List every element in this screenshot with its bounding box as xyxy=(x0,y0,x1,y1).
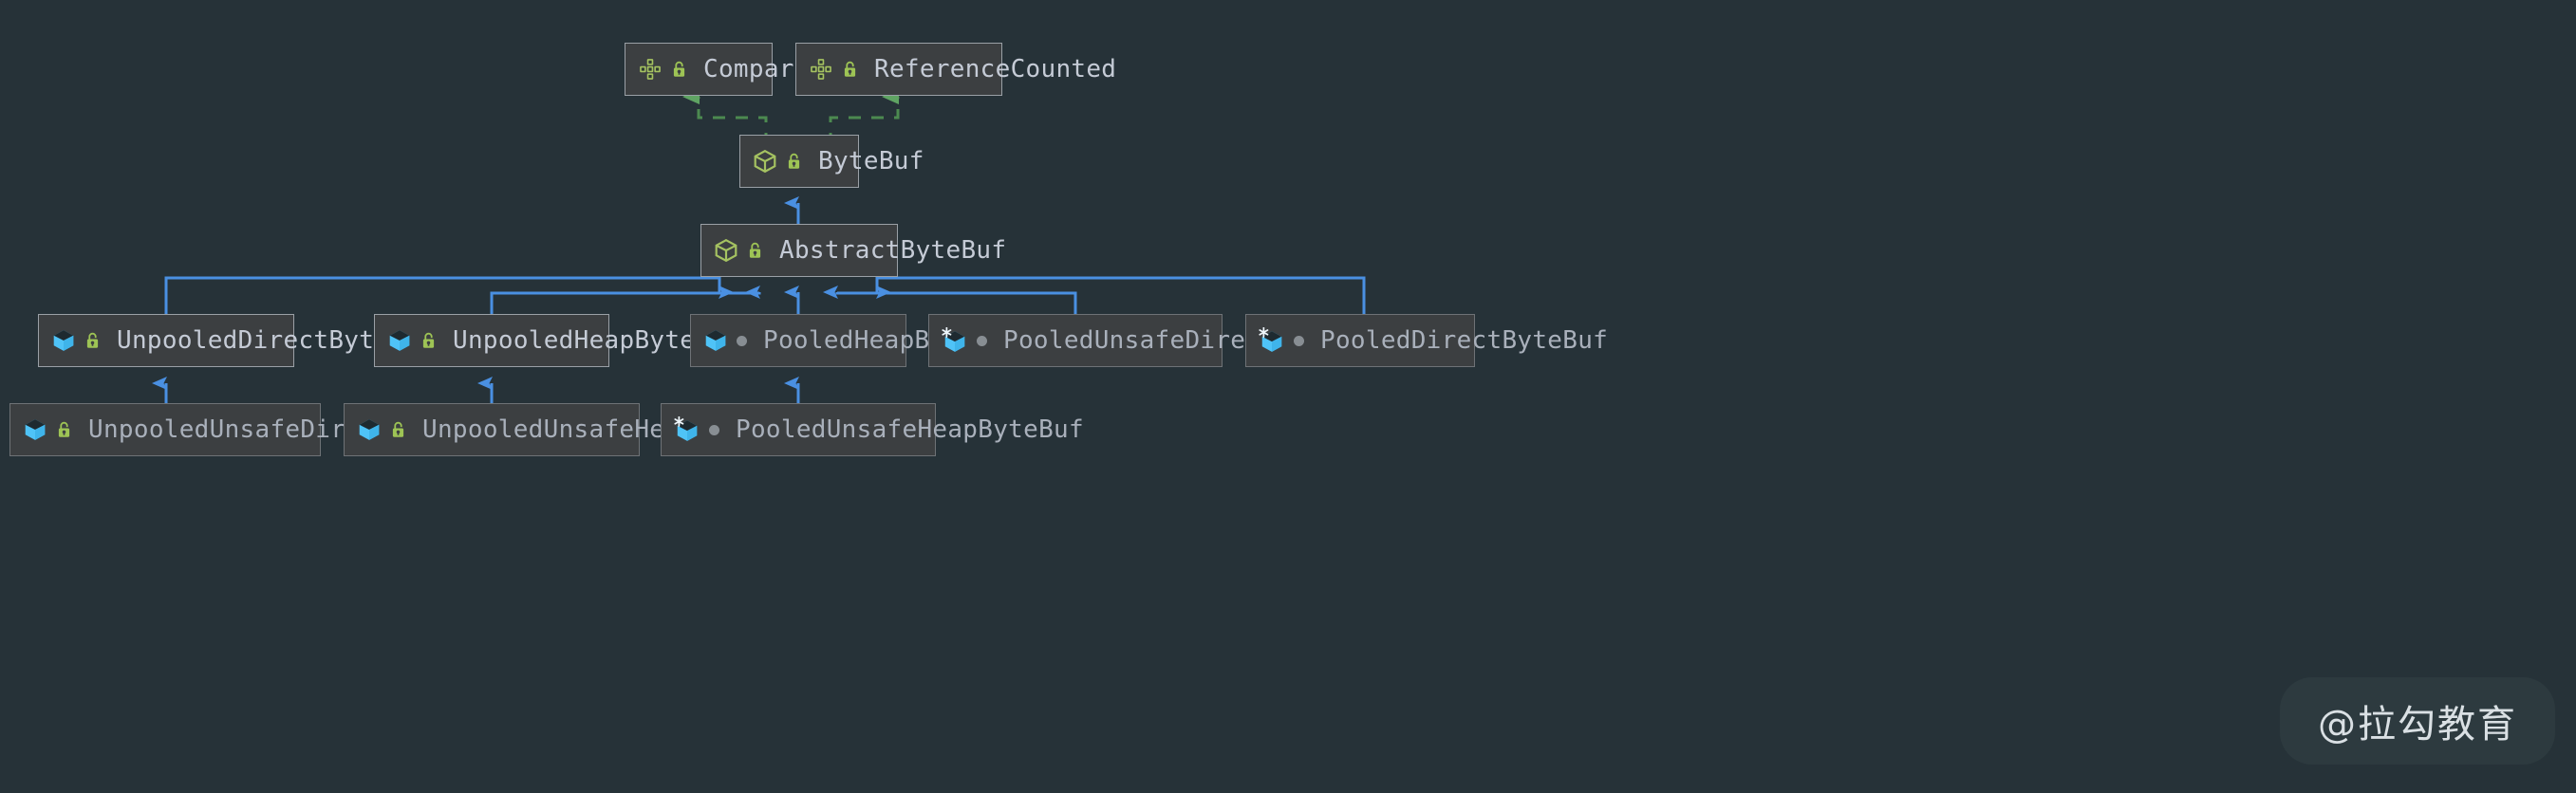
class-node-pooledunsafeheapbytebuf[interactable]: PooledUnsafeHeapByteBuf xyxy=(661,403,1084,456)
node-icons xyxy=(714,238,763,263)
node-icons xyxy=(357,417,406,442)
class-node-pooledheapbytebuf[interactable]: PooledHeapByteBuf xyxy=(690,314,1020,367)
edge-unpooledheapbytebuf-abstractbytebuf xyxy=(490,286,761,314)
final-class-icon xyxy=(674,416,700,443)
node-icons xyxy=(809,57,858,82)
edge-pooleddirectbytebuf-abstractbytebuf xyxy=(875,276,1366,314)
node-icons xyxy=(51,328,101,353)
lock-icon xyxy=(842,60,858,80)
class-node-unpooledunsafedirectbytebuf[interactable]: UnpooledUnsafeDirectByteBuf xyxy=(9,403,496,456)
package-private-dot-icon xyxy=(737,335,747,346)
abstract-class-icon xyxy=(714,238,738,263)
node-icons xyxy=(703,328,747,353)
lock-icon xyxy=(420,331,437,351)
package-private-dot-icon xyxy=(977,335,987,346)
class-name-label: PooledDirectByteBuf xyxy=(1320,326,1609,355)
node-icons xyxy=(1259,327,1304,354)
class-icon xyxy=(357,417,382,442)
final-class-icon xyxy=(1259,327,1285,354)
class-node-unpooledunsafeheapbytebuf[interactable]: UnpooledUnsafeHeapByteBuf xyxy=(344,403,801,456)
node-icons xyxy=(638,57,687,82)
class-icon xyxy=(51,328,76,353)
class-name-label: ByteBuf xyxy=(818,147,924,175)
class-node-unpooledheapbytebuf[interactable]: UnpooledHeapByteBuf xyxy=(374,314,740,367)
watermark-badge: @拉勾教育 xyxy=(2280,677,2555,765)
abstract-class-icon xyxy=(753,149,777,174)
lock-icon xyxy=(56,420,72,440)
edge-unpooleddirectbytebuf-abstractbytebuf xyxy=(164,276,734,314)
class-node-unpooleddirectbytebuf[interactable]: UnpooledDirectByteBuf xyxy=(38,314,435,367)
class-name-label: PooledUnsafeHeapByteBuf xyxy=(736,415,1084,444)
lock-icon xyxy=(671,60,687,80)
interface-icon xyxy=(638,57,663,82)
class-node-abstractbytebuf[interactable]: AbstractByteBuf xyxy=(700,224,1006,277)
class-node-pooleddirectbytebuf[interactable]: PooledDirectByteBuf xyxy=(1245,314,1608,367)
package-private-dot-icon xyxy=(1294,335,1304,346)
class-node-referencecounted[interactable]: ReferenceCounted xyxy=(795,43,1116,96)
node-icons xyxy=(753,149,802,174)
interface-icon xyxy=(809,57,833,82)
lock-icon xyxy=(390,420,406,440)
node-icons xyxy=(387,328,437,353)
class-icon xyxy=(23,417,47,442)
edge-pooledunsafedirectbytebuf-abstractbytebuf xyxy=(823,286,1077,314)
node-icons xyxy=(942,327,987,354)
lock-icon xyxy=(747,241,763,261)
final-class-icon xyxy=(942,327,968,354)
node-icons xyxy=(674,416,719,443)
package-private-dot-icon xyxy=(709,424,719,435)
lock-icon xyxy=(786,152,802,172)
node-icons xyxy=(23,417,72,442)
class-icon xyxy=(703,328,728,353)
class-node-comparable[interactable]: Comparable xyxy=(625,43,854,96)
class-node-bytebuf[interactable]: ByteBuf xyxy=(739,135,924,188)
class-icon xyxy=(387,328,412,353)
class-name-label: AbstractByteBuf xyxy=(779,236,1007,265)
lock-icon xyxy=(84,331,101,351)
class-name-label: ReferenceCounted xyxy=(874,55,1117,83)
class-node-pooledunsafedirectbytebuf[interactable]: PooledUnsafeDirectByteBuf xyxy=(928,314,1382,367)
